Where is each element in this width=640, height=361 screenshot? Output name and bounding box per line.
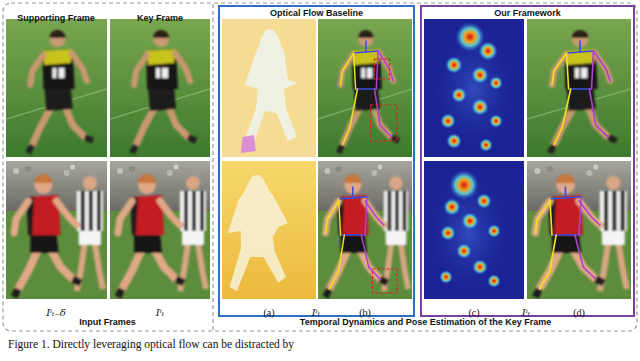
- panel-letter: (c): [468, 307, 479, 318]
- label-slot: Iⁱₜ₋δ: [46, 302, 66, 320]
- baseline-box: Optical Flow Baseline: [218, 5, 415, 317]
- panel-caption: Input Frames: [79, 317, 136, 328]
- baseline-pose-photo: [318, 19, 412, 157]
- panel-letter: (a): [263, 307, 274, 318]
- label-slot: (b): [359, 302, 371, 320]
- label-slot: Iⁱₜ: [522, 302, 530, 320]
- pose-skeleton: [552, 41, 610, 145]
- box-title: Optical Flow Baseline: [270, 8, 363, 19]
- heatmap: [424, 19, 524, 157]
- frame-symbol: Iⁱₜ₋δ: [46, 307, 66, 318]
- frame-symbol: Iⁱₜ: [522, 307, 530, 318]
- figure-caption: Figure 1. Directly leveraging optical fl…: [8, 337, 294, 351]
- our-pose-photo: [527, 161, 631, 299]
- frame-symbol: Iⁱₜ: [156, 307, 164, 318]
- optical-flow-map: [222, 161, 316, 299]
- key-frame-photo: [110, 19, 210, 157]
- baseline-pose-photo: [318, 161, 412, 299]
- outer-dashed-frame: [3, 3, 637, 331]
- supporting-frame-photo: [6, 161, 107, 299]
- label-slot: (c): [468, 302, 479, 320]
- column-heading: Supporting Frame: [17, 13, 95, 23]
- dashed-divider: [212, 4, 213, 330]
- label-slot: (d): [573, 302, 585, 320]
- error-box: [373, 269, 397, 293]
- pose-skeleton: [535, 187, 599, 289]
- result-panel: Temporal Dynamics and Pose Estimation of…: [214, 3, 637, 331]
- supporting-frame-photo: [6, 19, 107, 157]
- label-slot: (a): [263, 302, 274, 320]
- frame-symbol: Iⁱₜ: [312, 307, 320, 318]
- key-frame-photo: [110, 161, 210, 299]
- optical-flow-map: [222, 19, 316, 157]
- input-panel: Input Frames: [3, 3, 212, 331]
- box-title: Our Framework: [494, 8, 561, 19]
- panel-letter: (b): [359, 307, 371, 318]
- label-slot: Iⁱₜ: [156, 302, 164, 320]
- our-pose-photo: [527, 19, 631, 157]
- heatmap: [424, 161, 524, 299]
- label-slot: Supporting Frame: [17, 7, 95, 25]
- label-slot: Iⁱₜ: [312, 302, 320, 320]
- pose-skeleton: [326, 187, 384, 289]
- error-box: [371, 59, 397, 141]
- column-heading: Key Frame: [137, 13, 183, 23]
- label-slot: Key Frame: [137, 7, 183, 25]
- framework-box: Our Framework: [420, 5, 635, 317]
- panel-caption: Temporal Dynamics and Pose Estimation of…: [300, 317, 551, 328]
- panel-letter: (d): [573, 307, 585, 318]
- pose-skeleton: [341, 41, 394, 145]
